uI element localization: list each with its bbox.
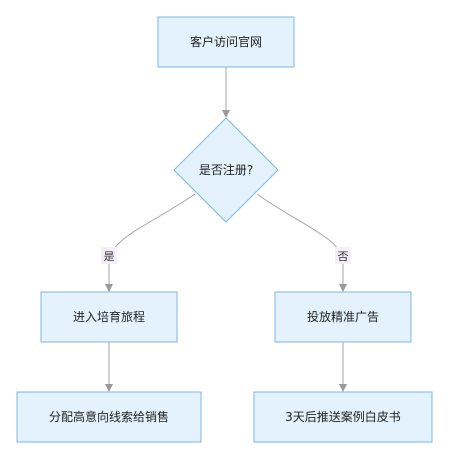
edge-label-yes-text: 是 [104, 250, 115, 263]
node-visit-label: 客户访问官网 [190, 34, 262, 49]
edge-nurture-to-assign [105, 342, 113, 392]
node-assign-label: 分配高意向线索给销售 [49, 409, 169, 424]
edge-label-yes: 是 [101, 247, 117, 264]
node-ads[interactable]: 投放精准广告 [274, 291, 412, 343]
node-registered-label: 是否注册? [199, 162, 253, 177]
node-assign[interactable]: 分配高意向线索给销售 [16, 391, 202, 443]
node-ads-label: 投放精准广告 [307, 309, 379, 324]
node-nurture[interactable]: 进入培育旅程 [40, 291, 178, 343]
node-nurture-label: 进入培育旅程 [73, 309, 145, 324]
edge-label-no-text: 否 [338, 250, 349, 263]
edge-visit-to-decision [222, 67, 230, 118]
node-visit[interactable]: 客户访问官网 [157, 16, 295, 68]
edge-decision-to-ads [256, 193, 347, 292]
edge-ads-to-push [339, 342, 347, 392]
edge-decision-to-nurture [105, 193, 196, 292]
node-registered-decision[interactable]: 是否注册? [173, 117, 279, 223]
node-push[interactable]: 3天后推送案例白皮书 [253, 391, 433, 443]
node-push-label: 3天后推送案例白皮书 [285, 409, 401, 424]
edge-label-no: 否 [335, 247, 351, 264]
